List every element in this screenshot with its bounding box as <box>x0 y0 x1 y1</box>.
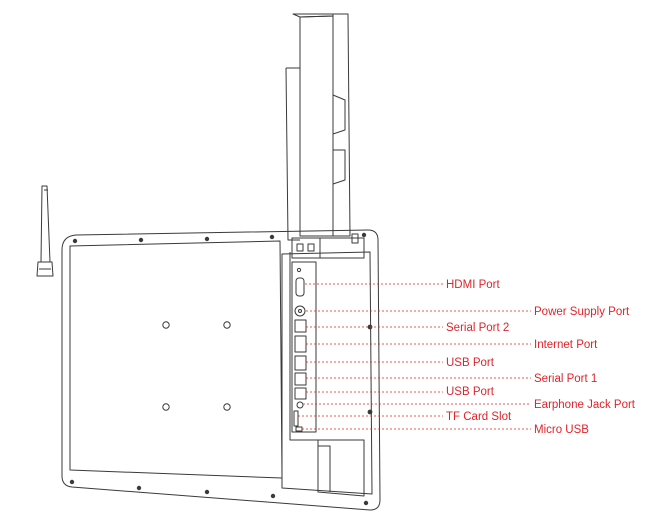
top-screws <box>72 232 367 244</box>
callout-hdmi: HDMI Port <box>305 279 500 291</box>
callout-label-earphone: Earphone Jack Port <box>534 399 636 411</box>
callout-internet: Internet Port <box>306 339 598 351</box>
antenna <box>36 185 54 277</box>
callout-power: Power Supply Port <box>306 306 630 318</box>
port-column <box>291 261 317 433</box>
callouts: HDMI Port Power Supply Port Serial Port … <box>298 279 636 436</box>
callout-microusb: Micro USB <box>302 424 589 436</box>
port-shapes <box>293 267 307 432</box>
panel-outer-shell <box>61 229 381 511</box>
callout-label-usb2: USB Port <box>446 386 495 398</box>
callout-earphone: Earphone Jack Port <box>303 399 636 411</box>
mounting-bracket <box>285 13 365 259</box>
callout-label-microusb: Micro USB <box>534 424 589 436</box>
callout-label-power: Power Supply Port <box>534 306 630 318</box>
device-drawing <box>36 13 381 511</box>
panel-inner-face <box>69 240 283 479</box>
vesa-holes <box>162 321 231 411</box>
bottom-screws <box>69 324 373 506</box>
callout-label-hdmi: HDMI Port <box>446 279 500 291</box>
callout-label-internet: Internet Port <box>534 339 598 351</box>
callout-serial2: Serial Port 2 <box>306 322 509 334</box>
callout-label-serial2: Serial Port 2 <box>446 322 509 334</box>
callout-usb1: USB Port <box>306 357 495 369</box>
callout-label-usb1: USB Port <box>446 357 495 369</box>
callout-tfcard: TF Card Slot <box>298 411 512 423</box>
callout-serial1: Serial Port 1 <box>306 373 597 385</box>
lower-block <box>317 439 365 497</box>
callout-usb2: USB Port <box>306 386 495 398</box>
callout-label-serial1: Serial Port 1 <box>534 373 597 385</box>
callout-label-tfcard: TF Card Slot <box>446 411 512 423</box>
